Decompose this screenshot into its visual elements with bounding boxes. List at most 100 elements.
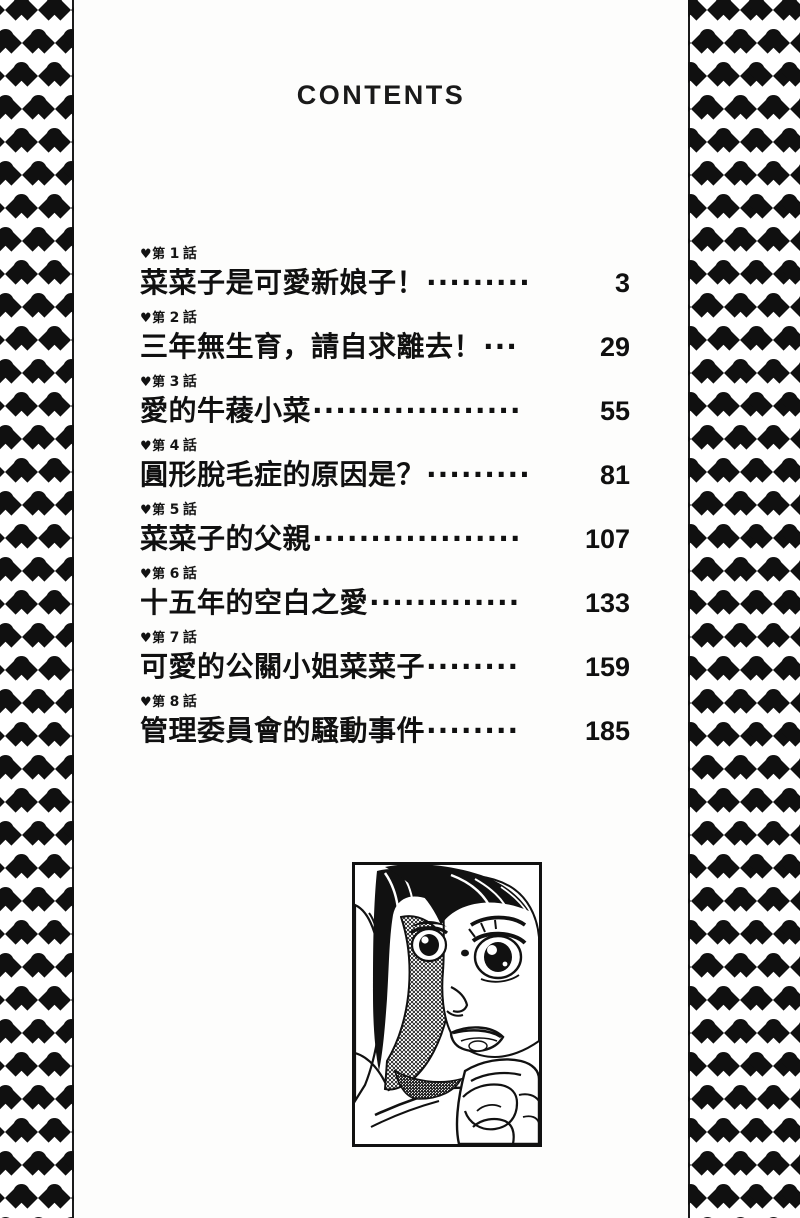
heart-icon: ♥第 — [140, 375, 166, 390]
heart-border-glyph — [688, 1207, 706, 1218]
heart-border-glyph — [56, 1174, 74, 1201]
heart-border-glyph — [56, 1042, 74, 1069]
chapter-line[interactable]: 愛的牛薐小菜·················· 55 — [140, 391, 630, 431]
chapter-title: 管理委員會的騷動事件 — [140, 714, 426, 747]
heart-border-glyph — [56, 514, 74, 541]
heart-border-glyph — [775, 1075, 800, 1102]
heart-border-glyph — [775, 679, 800, 706]
page-number: 55 — [599, 396, 630, 426]
heart-border-glyph — [56, 778, 74, 805]
chapter-title: 十五年的空白之愛 — [140, 586, 369, 619]
heart-border-glyph — [775, 547, 800, 574]
dot-leader: ········ — [426, 714, 520, 747]
heart-border-glyph — [7, 1207, 37, 1218]
dot-leader: ········· — [426, 458, 531, 491]
page-number: 29 — [599, 332, 630, 362]
chapter-line[interactable]: 三年無生育，請自求離去！···29 — [140, 327, 630, 367]
chapter-number: 7 — [169, 630, 180, 646]
heart-border-glyph — [56, 382, 74, 409]
heart-icon: ♥第 — [140, 567, 166, 582]
heart-border-glyph — [56, 646, 74, 673]
chapter-title: 三年無生育，請自求離去！ — [140, 330, 483, 363]
chapter-label-suffix: 話 — [182, 374, 198, 390]
heart-border-glyph — [56, 118, 74, 145]
heart-border-glyph — [56, 448, 74, 475]
chapter-number: 5 — [169, 502, 180, 518]
heart-border-glyph — [56, 184, 74, 211]
chapter-line[interactable]: 十五年的空白之愛·············133 — [140, 583, 630, 623]
dot-leader: ·················· — [312, 522, 522, 555]
heart-border-glyph — [775, 85, 800, 112]
heart-border-glyph — [56, 844, 74, 871]
heart-border-glyph — [791, 448, 800, 475]
dot-leader: ········· — [426, 266, 531, 299]
heart-border-glyph — [775, 1207, 800, 1218]
heart-border-glyph — [791, 844, 800, 871]
chapter-number: 8 — [169, 694, 180, 710]
chapter-label-suffix: 話 — [182, 566, 198, 582]
heart-icon: ♥第 — [140, 247, 166, 262]
chapter-line[interactable]: 管理委員會的騷動事件········185 — [140, 711, 630, 751]
chapter-title: 圓形脫毛症的原因是？ — [140, 458, 426, 491]
chapter-title: 愛的牛薐小菜 — [140, 394, 312, 427]
chapter-number: 6 — [169, 566, 180, 582]
chapter-number: 1 — [169, 246, 180, 262]
heart-border-glyph — [56, 0, 74, 13]
chapter-number: 4 — [169, 438, 180, 454]
heart-border-glyph — [791, 976, 800, 1003]
heart-border-glyph — [791, 382, 800, 409]
heart-icon: ♥第 — [140, 311, 166, 326]
heart-border-glyph — [775, 481, 800, 508]
chapter-title: 菜菜子是可愛新娘子！ — [140, 266, 426, 299]
heart-border-glyph — [56, 250, 74, 277]
heart-border-glyph — [56, 976, 74, 1003]
heart-border-glyph — [791, 1108, 800, 1135]
heart-border-glyph — [791, 646, 800, 673]
chapter-line[interactable]: 可愛的公關小姐菜菜子········159 — [140, 647, 630, 687]
heart-border-glyph — [791, 910, 800, 937]
heart-border-glyph — [791, 580, 800, 607]
illustration-panel — [352, 862, 542, 1147]
heart-border-glyph — [775, 415, 800, 442]
dot-leader: ·················· — [312, 394, 522, 427]
heart-border-glyph — [709, 1207, 739, 1218]
chapter-line[interactable]: 菜菜子的父親··················107 — [140, 519, 630, 559]
heart-border-glyph — [742, 1207, 772, 1218]
chapter-label-suffix: 話 — [182, 630, 198, 646]
heart-icon: ♥第 — [140, 439, 166, 454]
chapter-label-suffix: 話 — [182, 438, 198, 454]
chapter-line[interactable]: 菜菜子是可愛新娘子！·········3 — [140, 263, 630, 303]
heart-border-glyph — [56, 52, 74, 79]
chapter-label-suffix: 話 — [182, 694, 198, 710]
page-number: 133 — [584, 588, 630, 618]
heart-border-glyph — [56, 712, 74, 739]
chapter-line[interactable]: 圓形脫毛症的原因是？·········81 — [140, 455, 630, 495]
heart-border-glyph — [791, 52, 800, 79]
manga-face-illustration — [355, 865, 539, 1144]
page-title: CONTENTS — [296, 80, 466, 110]
heart-border-glyph — [775, 613, 800, 640]
heart-border-glyph — [791, 1042, 800, 1069]
left-border-rule — [72, 0, 74, 1218]
heart-icon: ♥第 — [140, 631, 166, 646]
heart-border-glyph — [775, 943, 800, 970]
left-heart-border — [0, 0, 74, 1218]
heart-border-glyph — [791, 0, 800, 13]
heart-border-glyph — [775, 1009, 800, 1036]
page-number: 159 — [584, 652, 630, 682]
heart-icon: ♥第 — [140, 503, 166, 518]
heart-border-glyph — [775, 811, 800, 838]
